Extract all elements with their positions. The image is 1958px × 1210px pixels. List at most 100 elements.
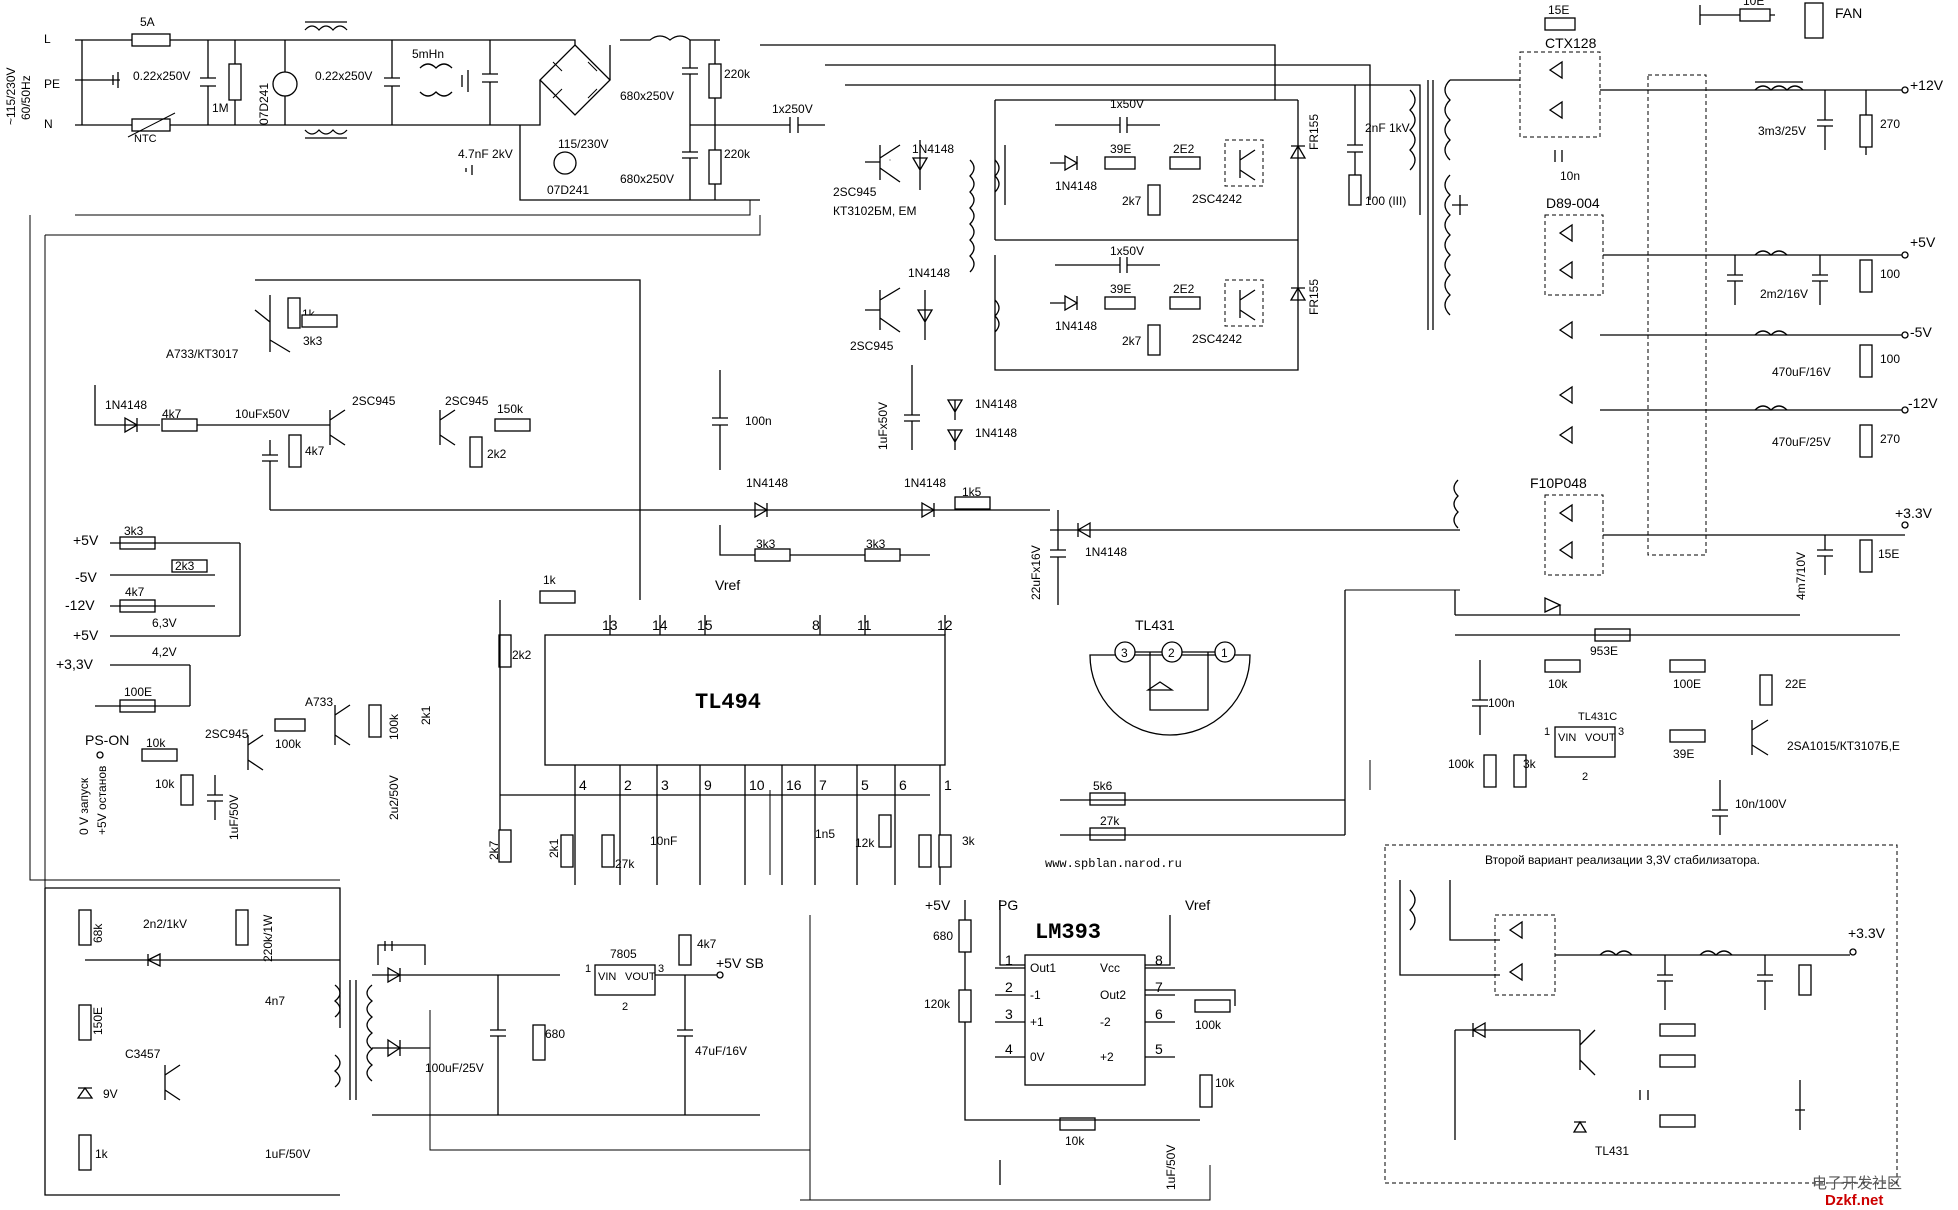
sb-q-label: C3457 — [125, 1047, 161, 1061]
variant2-chokes — [1599, 950, 1733, 956]
pson-q-label: 2SC945 — [205, 727, 249, 741]
lower-diode — [1050, 294, 1079, 312]
driver-cap — [904, 365, 920, 450]
lm393-left-pin-number: 3 — [1005, 1006, 1013, 1022]
pson-note-start: 0 V запуск — [77, 777, 91, 835]
tl494-r-5k6 — [1089, 792, 1126, 806]
c-10u — [197, 424, 330, 510]
c-10n-label: 10n — [1560, 169, 1580, 183]
sb-c-47u-label: 47uF/16V — [695, 1044, 747, 1058]
r-4k7b-label: 4k7 — [305, 444, 325, 458]
power-stage: 2SC945 КТ3102БМ, ЕМ 1N4148 2SC945 1N4148… — [760, 44, 1468, 450]
r-3k — [1513, 754, 1527, 788]
variant2-out-terminal — [1849, 948, 1857, 956]
driver-transformer-coil — [969, 159, 975, 273]
upper-diode — [1050, 154, 1079, 172]
lm393-r-10kb — [1199, 1074, 1213, 1108]
coupling-cap — [690, 117, 825, 133]
q-c945-prot-2 — [439, 409, 456, 446]
reg-pnp-transistor — [1751, 719, 1769, 756]
in-p5z-label: +5V — [73, 627, 99, 643]
terminal-n-label: N — [44, 117, 53, 131]
r-150k-label: 150k — [497, 402, 524, 416]
diode-ctx128-label: CTX128 — [1545, 35, 1597, 51]
r-5v-label: 100 — [1880, 267, 1900, 281]
diode-d89 — [1544, 214, 1604, 296]
upper-r-39e — [1104, 156, 1136, 170]
reg-q-label: 2SA1015/КТ3107Б,Е — [1787, 739, 1900, 753]
lower-r2-label: 2E2 — [1173, 282, 1195, 296]
lm393-pg-label: PG — [998, 897, 1018, 913]
fr155-upper — [1289, 100, 1307, 240]
tl431-pin-3-label: 3 — [1121, 646, 1128, 660]
fan-label: FAN — [1835, 5, 1862, 21]
pson-transistor — [247, 734, 264, 771]
variant2-resistor — [1798, 964, 1812, 996]
pson-r1-label: 10k — [146, 736, 166, 750]
lower-r1-label: 39E — [1110, 282, 1131, 296]
sb-out-terminal — [716, 971, 724, 979]
lm393-left-pin-number: 2 — [1005, 979, 1013, 995]
y-cap-ground — [461, 70, 469, 92]
in-p33-label: +3,3V — [56, 656, 94, 672]
lower-drive-winding — [994, 240, 1299, 371]
r-22e-label: 22E — [1785, 677, 1806, 691]
snubber-cap — [1347, 85, 1363, 175]
sb-r-680-label: 680 — [545, 1027, 565, 1041]
pe-ground-symbol — [112, 72, 119, 88]
lm393-r-680-label: 680 — [933, 929, 953, 943]
pson-r4-label: 100k — [387, 713, 401, 740]
r-m5v — [1859, 344, 1873, 378]
sb-r-68k-label: 68k — [91, 923, 105, 943]
snubber-r-label: 100 (III) — [1365, 194, 1406, 208]
lm393-chip — [1024, 954, 1146, 1086]
lower-diode-label: 1N4148 — [1055, 319, 1097, 333]
in-m5-r-label: 2k3 — [175, 559, 195, 573]
cap-m5v-label: 470uF/16V — [1772, 365, 1831, 379]
variant2-diode-block — [1494, 914, 1556, 996]
r-150k — [494, 418, 531, 432]
lm393-left-pin-number: 4 — [1005, 1041, 1013, 1057]
cap-12v-label: 3m3/25V — [1758, 124, 1806, 138]
variant2-section: Второй вариант реализации 3,3V стабилиза… — [1384, 844, 1898, 1184]
tl494-r-3k-1 — [918, 834, 932, 868]
tl494-r-5k6-label: 5k6 — [1093, 779, 1113, 793]
sb-r-4k7-label: 4k7 — [697, 937, 717, 951]
r-3k3 — [301, 314, 338, 328]
driver-cap-label: 1uFx50V — [876, 402, 890, 450]
lm393-left-pin-label: +1 — [1030, 1015, 1044, 1029]
terminal-5v — [1901, 251, 1909, 259]
reg-7805-pin1: 1 — [585, 963, 591, 975]
tl494-top-pin-number: 11 — [857, 617, 872, 633]
tl494-chip — [544, 634, 946, 766]
r-5v — [1859, 259, 1873, 293]
x-cap-2-label: 0.22x250V — [315, 69, 372, 83]
sb-transformer — [333, 980, 374, 1100]
fan — [1804, 2, 1824, 39]
r-100e — [1669, 659, 1706, 673]
tl431c-ic — [1554, 726, 1616, 758]
r-3k-label: 3k — [1523, 757, 1537, 771]
tl494-bottom-pin-number: 3 — [661, 777, 669, 793]
in-m5-resistor — [171, 559, 208, 573]
bleeder-220k-2-label: 220k — [724, 147, 751, 161]
tl494-bottom-pin-number: 7 — [819, 777, 827, 793]
cap-5v-2 — [1812, 255, 1828, 305]
sb-c-2n2-label: 2n2/1kV — [143, 917, 187, 931]
c-10n-100v-label: 10n/100V — [1735, 797, 1786, 811]
lm393-right-pin-label: -2 — [1100, 1015, 1111, 1029]
tl494-bottom-pin-number: 9 — [704, 777, 712, 793]
r-33v-label: 15E — [1878, 547, 1899, 561]
d-b — [921, 501, 936, 519]
snubber-cap-label: 2nF 1kV — [1365, 121, 1410, 135]
watermark-line1: 电子开发社区 — [1812, 1175, 1902, 1192]
upper-q-label: 2SC4242 — [1192, 192, 1242, 206]
r-10k-label: 10k — [1548, 677, 1568, 691]
bleeder-1m — [228, 63, 242, 101]
lm393-c-label: 1uF/50V — [1164, 1145, 1178, 1190]
c-10n-100v — [1712, 780, 1728, 835]
tl431-package — [1089, 654, 1251, 736]
sb-c-100u — [490, 975, 506, 1115]
variant2-pot — [1795, 1080, 1805, 1130]
coupling-cap-label: 1x250V — [772, 102, 813, 116]
